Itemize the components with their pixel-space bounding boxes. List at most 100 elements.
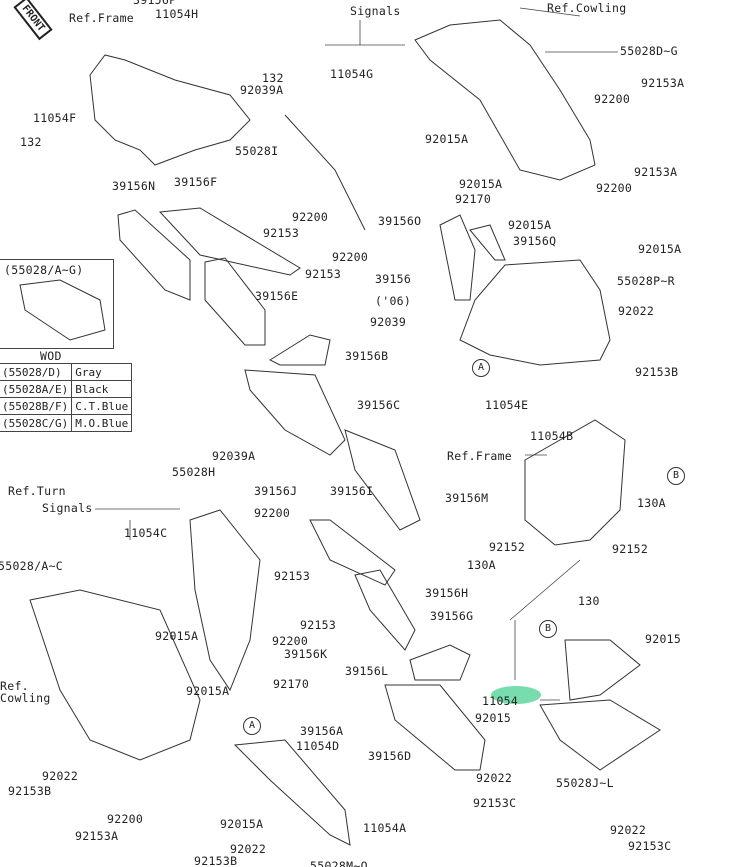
part-label: 92039 bbox=[370, 315, 407, 329]
part-label: 39156 bbox=[375, 272, 412, 286]
part-label: 11054F bbox=[33, 111, 77, 125]
lower-cowl-right bbox=[539, 699, 661, 771]
part-label: 92170 bbox=[273, 677, 310, 691]
highlight-mark bbox=[491, 686, 541, 704]
part-label: 92015 bbox=[475, 711, 512, 725]
inset-title: (55028/A~G) bbox=[4, 263, 84, 277]
part-label: 92153 bbox=[263, 226, 300, 240]
part-label: 92153C bbox=[628, 839, 672, 853]
part-label: 92153B bbox=[8, 784, 52, 798]
part-label: 55028/A~C bbox=[0, 559, 64, 573]
part-label: ('06) bbox=[375, 294, 412, 308]
part-label: 55028M~O bbox=[310, 859, 368, 867]
part-label: 130A bbox=[637, 496, 666, 510]
part-label: 39156C bbox=[357, 398, 401, 412]
part-label: 11054A bbox=[363, 821, 407, 835]
part-label: Ref.Cowling bbox=[547, 1, 627, 15]
part-label: 92015A bbox=[638, 242, 682, 256]
part-label: 11054B bbox=[530, 429, 574, 443]
part-label: 92153 bbox=[305, 267, 342, 281]
part-cell: (55028A/E) bbox=[0, 380, 73, 398]
part-label: 39156P bbox=[133, 0, 177, 7]
part-label: Ref.Turn bbox=[8, 484, 66, 498]
wod-title: WOD bbox=[40, 349, 62, 363]
part-label: 39156L bbox=[345, 664, 389, 678]
part-label: 130A bbox=[467, 558, 496, 572]
part-label: 39156B bbox=[345, 349, 389, 363]
table-row: (55028A/E)Black bbox=[0, 380, 133, 398]
color-cell: Gray bbox=[71, 363, 133, 381]
part-cell: (55028/D) bbox=[0, 363, 73, 381]
part-label: 92152 bbox=[489, 540, 526, 554]
part-label: 92152 bbox=[612, 542, 649, 556]
ref-marker-b: B bbox=[667, 467, 685, 485]
part-label: 92200 bbox=[107, 812, 144, 826]
part-label: 132 bbox=[20, 135, 42, 149]
part-label: 92200 bbox=[332, 250, 369, 264]
color-variant-inset bbox=[0, 259, 114, 349]
part-label: 92015A bbox=[508, 218, 552, 232]
part-label: 11054C bbox=[124, 526, 168, 540]
part-label: 11054D bbox=[296, 739, 340, 753]
part-label: 39156E bbox=[255, 289, 299, 303]
part-label: 11054E bbox=[485, 398, 529, 412]
part-label: 92153 bbox=[300, 618, 337, 632]
rear-frame bbox=[524, 419, 626, 546]
part-label: 92200 bbox=[594, 92, 631, 106]
lower-cowl-center bbox=[189, 509, 261, 692]
ref-marker-a: A bbox=[243, 717, 261, 735]
part-cell: (55028B/F) bbox=[0, 397, 73, 415]
upper-cowling bbox=[414, 19, 596, 181]
table-row: (55028C/G)M.O.Blue bbox=[0, 414, 133, 432]
part-label: 39156G bbox=[430, 609, 474, 623]
part-label: 55028I bbox=[235, 144, 279, 158]
part-label: 92022 bbox=[610, 823, 647, 837]
part-label: 92200 bbox=[292, 210, 329, 224]
ref-marker-b: B bbox=[539, 620, 557, 638]
part-label: 39156M bbox=[445, 491, 489, 505]
part-label: 92153A bbox=[641, 76, 685, 90]
part-label: 92015A bbox=[459, 177, 503, 191]
part-label: 39156Q bbox=[513, 234, 557, 248]
color-cell: Black bbox=[71, 380, 133, 398]
part-label: 92015A bbox=[425, 132, 469, 146]
part-label: 11054G bbox=[330, 67, 374, 81]
frame-part bbox=[89, 54, 251, 166]
part-label: 92039A bbox=[240, 83, 284, 97]
part-label: 39156F bbox=[174, 175, 218, 189]
table-row: (55028B/F)C.T.Blue bbox=[0, 397, 133, 415]
part-label: 55028J~L bbox=[556, 776, 614, 790]
part-label: 92039A bbox=[212, 449, 256, 463]
color-table: (55028/D)Gray (55028A/E)Black (55028B/F)… bbox=[0, 363, 133, 432]
part-label: 92015A bbox=[220, 817, 264, 831]
part-label: 92153B bbox=[635, 365, 679, 379]
part-label: 92015 bbox=[645, 632, 682, 646]
part-label: 92022 bbox=[42, 769, 79, 783]
part-label: 11054H bbox=[155, 7, 199, 21]
part-label: 92153B bbox=[194, 854, 238, 867]
part-label: 132 bbox=[262, 71, 284, 85]
part-label: 92015A bbox=[186, 684, 230, 698]
color-cell: C.T.Blue bbox=[71, 397, 133, 415]
part-label: 55028H bbox=[172, 465, 216, 479]
part-label: 39156N bbox=[112, 179, 156, 193]
part-label: Signals bbox=[42, 501, 93, 515]
ref-marker-a: A bbox=[472, 359, 490, 377]
part-label: 92200 bbox=[596, 181, 633, 195]
part-label: Ref.Frame bbox=[69, 11, 135, 25]
part-label: 92153A bbox=[75, 829, 119, 843]
part-label: 39156K bbox=[284, 647, 328, 661]
part-label: 92170 bbox=[455, 192, 492, 206]
part-label: 39156J bbox=[254, 484, 298, 498]
part-label: 55028D~G bbox=[620, 44, 678, 58]
part-label: 92153A bbox=[634, 165, 678, 179]
lower-cowl-left bbox=[29, 589, 201, 761]
part-label: 39156A bbox=[300, 724, 344, 738]
lower-bracket bbox=[564, 639, 641, 701]
part-label: 92153 bbox=[274, 569, 311, 583]
color-cell: M.O.Blue bbox=[71, 414, 133, 432]
part-label: 92200 bbox=[272, 634, 309, 648]
part-label: Signals bbox=[350, 4, 401, 18]
part-label: 92022 bbox=[230, 842, 267, 856]
